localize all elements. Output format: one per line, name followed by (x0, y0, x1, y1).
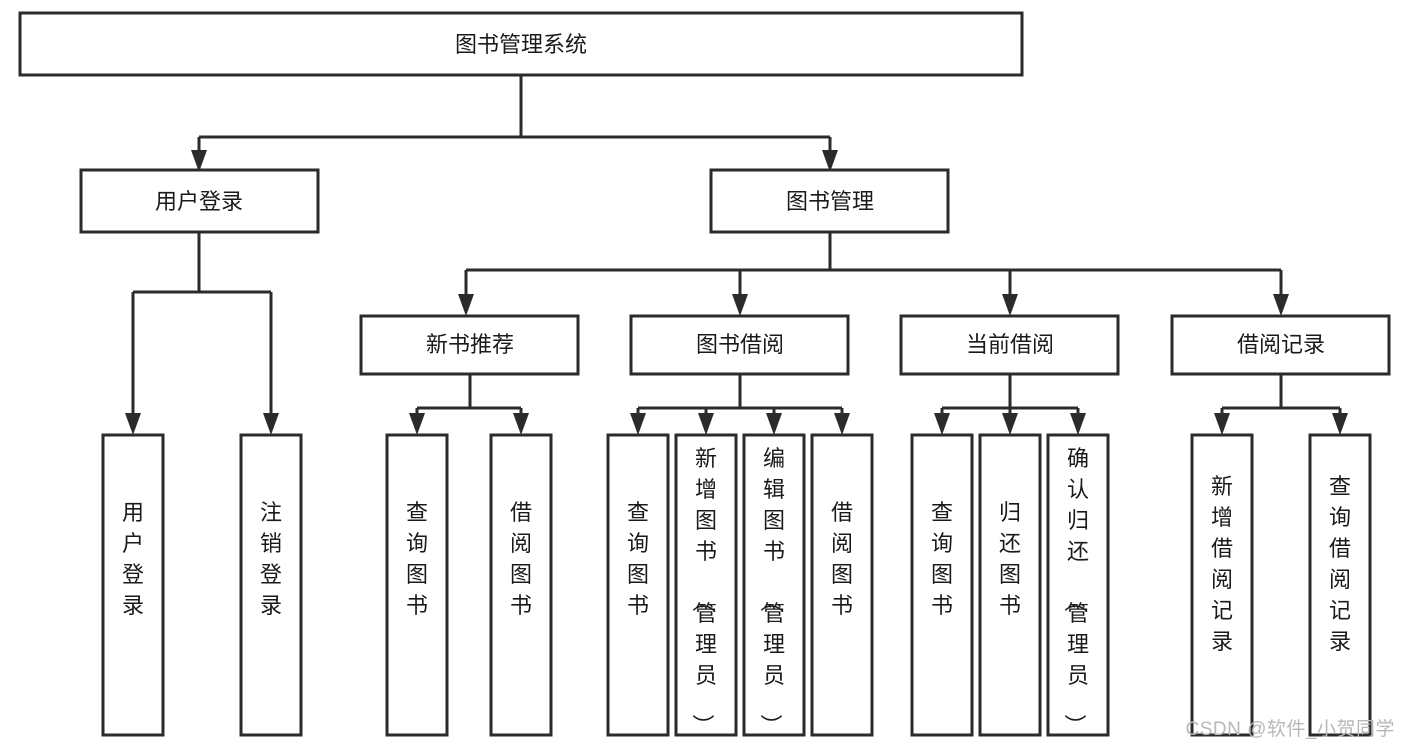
node-current-label: 当前借阅 (966, 332, 1054, 357)
node-leaf-7[interactable]: 编辑图书（管理员） (742, 433, 806, 737)
arrow-login-to-leaf2 (263, 413, 279, 435)
node-leaf-6-label: 新增图书（管理员） (690, 446, 717, 736)
node-leaf-11-label: 确认归还（管理员） (1062, 446, 1089, 736)
node-leaf-6-box[interactable] (674, 433, 738, 737)
node-records-box[interactable] (1170, 314, 1391, 376)
node-leaf-12[interactable]: 新增借阅记录 (1190, 433, 1254, 737)
node-leaf-9-label: 查询图书 (931, 500, 953, 618)
node-leaf-9-box[interactable] (910, 433, 974, 737)
node-login-box[interactable] (79, 168, 320, 234)
node-leaf-8[interactable]: 借阅图书 (810, 433, 874, 737)
node-leaf-10-box[interactable] (978, 433, 1042, 737)
node-leaf-13[interactable]: 查询借阅记录 (1308, 433, 1372, 737)
node-newbook[interactable]: 新书推荐 (359, 314, 580, 376)
node-borrow-box[interactable] (629, 314, 850, 376)
node-leaf-2-box[interactable] (239, 433, 303, 737)
node-newbook-label: 新书推荐 (426, 332, 514, 357)
node-leaf-2-label: 注销登录 (260, 500, 282, 618)
node-records[interactable]: 借阅记录 (1170, 314, 1391, 376)
arrow-bookmgmt-to-newbook (458, 294, 474, 316)
node-leaf-8-label: 借阅图书 (831, 500, 853, 618)
node-leaf-11[interactable]: 确认归还（管理员） (1046, 433, 1110, 737)
node-leaf-12-label: 新增借阅记录 (1211, 474, 1233, 654)
node-bookmgmt-label: 图书管理 (786, 189, 874, 214)
node-leaf-3[interactable]: 查询图书 (385, 433, 449, 737)
arrow-root-to-bookmgmt (822, 150, 838, 172)
arrow-borrow-to-leaf8 (834, 413, 850, 435)
edges-layer (125, 75, 1348, 435)
node-root[interactable]: 图书管理系统 (18, 11, 1024, 77)
node-leaf-7-label: 编辑图书（管理员） (758, 446, 785, 736)
node-leaf-4-box[interactable] (489, 433, 553, 737)
arrow-bookmgmt-to-borrow (732, 294, 748, 316)
arrow-records-to-leaf12 (1214, 413, 1230, 435)
node-leaf-1[interactable]: 用户登录 (101, 433, 165, 737)
node-root-box[interactable] (18, 11, 1024, 77)
arrow-borrow-to-leaf6 (698, 413, 714, 435)
arrow-bookmgmt-to-records (1273, 294, 1289, 316)
node-leaf-4-label: 借阅图书 (510, 500, 532, 618)
node-leaf-13-label: 查询借阅记录 (1329, 474, 1351, 654)
node-leaf-9[interactable]: 查询图书 (910, 433, 974, 737)
arrow-records-to-leaf13 (1332, 413, 1348, 435)
node-records-label: 借阅记录 (1237, 332, 1325, 357)
arrow-current-to-leaf9 (934, 413, 950, 435)
node-borrow-label: 图书借阅 (696, 332, 784, 357)
node-leaf-3-label: 查询图书 (406, 500, 428, 618)
node-current[interactable]: 当前借阅 (899, 314, 1120, 376)
arrow-newbook-to-leaf3 (409, 413, 425, 435)
node-leaf-1-box[interactable] (101, 433, 165, 737)
node-leaf-4[interactable]: 借阅图书 (489, 433, 553, 737)
arrow-login-to-leaf1 (125, 413, 141, 435)
arrow-current-to-leaf10 (1002, 413, 1018, 435)
arrow-borrow-to-leaf5 (630, 413, 646, 435)
node-leaf-3-box[interactable] (385, 433, 449, 737)
arrow-newbook-to-leaf4 (513, 413, 529, 435)
node-leaf-12-box[interactable] (1190, 433, 1254, 737)
node-leaf-1-label: 用户登录 (122, 500, 144, 618)
node-leaf-5-box[interactable] (606, 433, 670, 737)
csdn-watermark: CSDN @软件_小贺同学 (1185, 719, 1395, 740)
node-leaf-10[interactable]: 归还图书 (978, 433, 1042, 737)
node-login[interactable]: 用户登录 (79, 168, 320, 234)
node-login-label: 用户登录 (155, 189, 243, 214)
node-bookmgmt-box[interactable] (709, 168, 950, 234)
node-root-label: 图书管理系统 (455, 32, 587, 57)
node-leaf-8-box[interactable] (810, 433, 874, 737)
node-leaf-6[interactable]: 新增图书（管理员） (674, 433, 738, 737)
node-borrow[interactable]: 图书借阅 (629, 314, 850, 376)
node-leaf-2[interactable]: 注销登录 (239, 433, 303, 737)
arrow-root-to-login (191, 150, 207, 172)
arrow-current-to-leaf11 (1070, 413, 1086, 435)
node-bookmgmt[interactable]: 图书管理 (709, 168, 950, 234)
node-leaf-10-label: 归还图书 (999, 500, 1021, 618)
node-leaf-13-box[interactable] (1308, 433, 1372, 737)
node-leaf-5[interactable]: 查询图书 (606, 433, 670, 737)
node-current-box[interactable] (899, 314, 1120, 376)
node-leaf-5-label: 查询图书 (627, 500, 649, 618)
node-leaf-11-box[interactable] (1046, 433, 1110, 737)
node-leaf-7-box[interactable] (742, 433, 806, 737)
arrow-borrow-to-leaf7 (766, 413, 782, 435)
arrow-bookmgmt-to-current (1002, 294, 1018, 316)
node-newbook-box[interactable] (359, 314, 580, 376)
